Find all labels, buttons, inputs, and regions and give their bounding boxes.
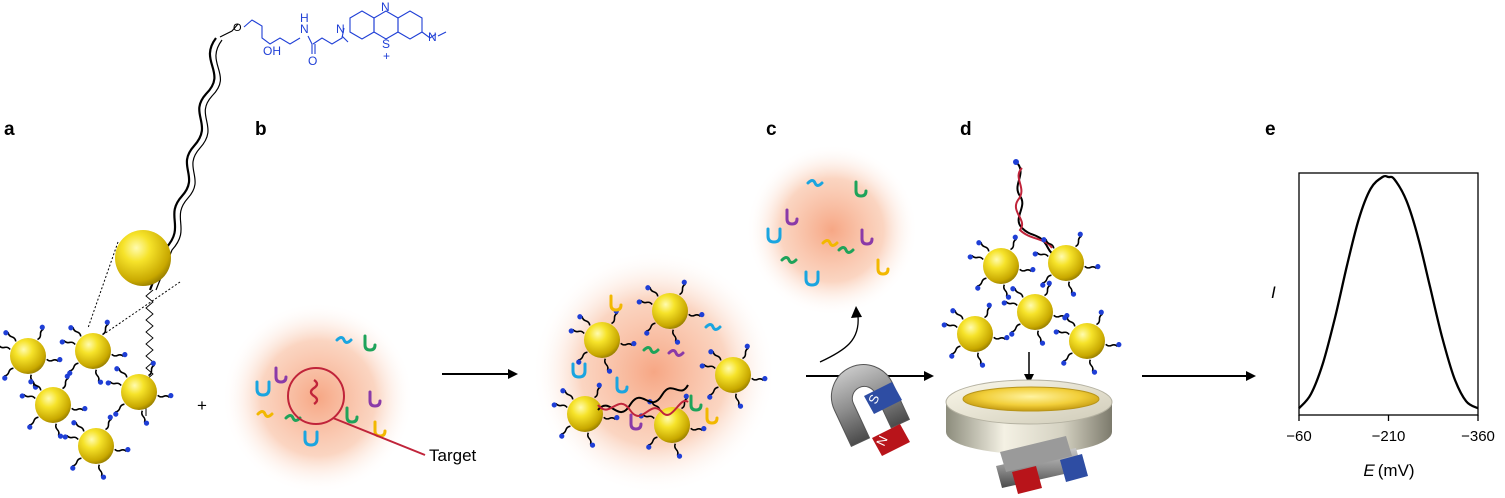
magnet-under-electrode [996, 436, 1088, 494]
target-label: Target [429, 446, 477, 465]
sample-halo-b [222, 302, 414, 494]
x-tick-label: −60 [1286, 428, 1311, 445]
captured-duplex-d [1013, 159, 1063, 263]
arrow-d-to-e [1142, 371, 1256, 381]
arrow-to-c [819, 306, 862, 363]
sample-halo-mix [532, 250, 776, 494]
panel-label-e: e [1265, 119, 1276, 140]
methylene-blue-structure: O OH H N O N N S + N [219, 0, 447, 68]
x-tick-label: −360 [1461, 428, 1495, 445]
chem-amine-n-right: N [428, 30, 437, 44]
panel-label-c: c [766, 119, 777, 140]
sample-halo-c [746, 144, 918, 316]
panel-label-d: d [960, 119, 972, 140]
zoom-line-left [87, 241, 119, 329]
magnet-south-pole: S [864, 382, 902, 414]
nanoparticle-cluster-d [941, 231, 1122, 376]
voltammogram-chart: −60 −210 −360 I E(mV) [1271, 172, 1495, 480]
x-axis-label: E(mV) [1363, 461, 1414, 480]
x-axis-label-symbol: E [1363, 461, 1375, 480]
panel-label-b: b [255, 119, 267, 140]
chem-ring-n: N [381, 0, 390, 14]
chem-ring-s: S [382, 37, 390, 51]
magnet-north-pole: N [872, 424, 910, 456]
arrow-to-electrode [1024, 352, 1034, 384]
chem-amine-n-left: N [336, 22, 345, 36]
x-tick-label: −210 [1372, 428, 1406, 445]
x-axis-label-unit: (mV) [1378, 461, 1415, 480]
x-axis-ticks: −60 −210 −360 [1286, 415, 1495, 445]
gold-electrode-surface [962, 386, 1100, 412]
arrow-b-to-mix [442, 369, 518, 379]
voltammogram-curve [1298, 174, 1479, 410]
chem-oxygen-ether: O [233, 22, 242, 34]
chem-ring-plus: + [383, 49, 390, 63]
chem-amide-h: H [300, 11, 309, 25]
hybridized-duplex-mix [597, 384, 689, 417]
panel-label-a: a [4, 119, 15, 140]
y-axis-label: I [1271, 283, 1276, 302]
plot-frame [1298, 172, 1479, 416]
chem-carbonyl-o: O [308, 54, 317, 68]
electrode-disc [945, 379, 1113, 454]
chem-hydroxyl: OH [263, 44, 281, 58]
zoom-line-right [103, 281, 181, 335]
chem-amide-n: N [300, 22, 309, 36]
target-callout: Target [287, 367, 477, 465]
plus-operator: + [197, 396, 207, 415]
